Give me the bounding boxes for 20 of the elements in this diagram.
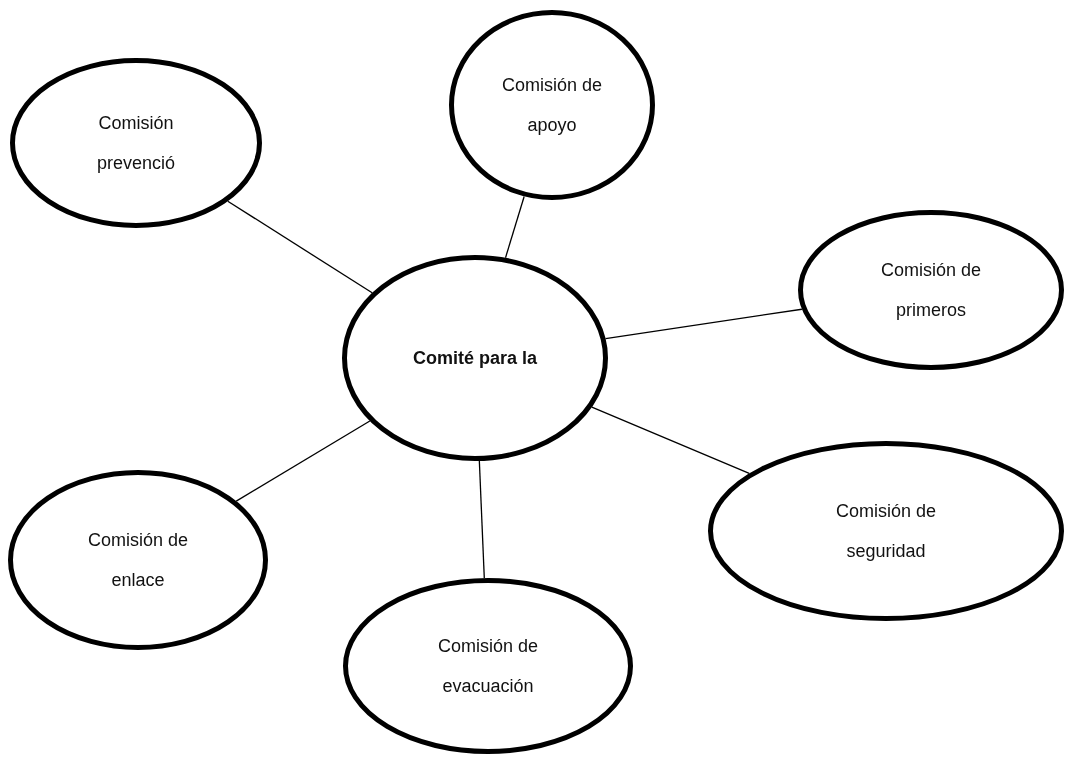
ellipse-node	[449, 10, 655, 200]
ellipse-node	[10, 58, 262, 228]
connector-line	[504, 195, 525, 259]
node-label: Comisión de seguridad	[834, 500, 937, 563]
node-label: Comisión de evacuación	[436, 635, 539, 698]
ellipse-node	[798, 210, 1064, 370]
node-label: Comisión prevenció	[95, 112, 176, 175]
node-label: Comisión de apoyo	[500, 74, 603, 137]
node-label: Comisión de primeros	[879, 259, 982, 322]
connector-line	[235, 420, 371, 502]
connector-line	[591, 406, 750, 475]
node-label: Comisión de enlace	[86, 529, 189, 592]
ellipse-node	[342, 255, 608, 461]
ellipse-node	[343, 578, 633, 754]
connector-line	[478, 460, 485, 579]
connector-line	[604, 308, 803, 340]
node-label: Comité para la	[412, 347, 537, 370]
connector-line	[227, 200, 373, 294]
ellipse-node	[8, 470, 268, 650]
ellipse-node	[708, 441, 1064, 621]
